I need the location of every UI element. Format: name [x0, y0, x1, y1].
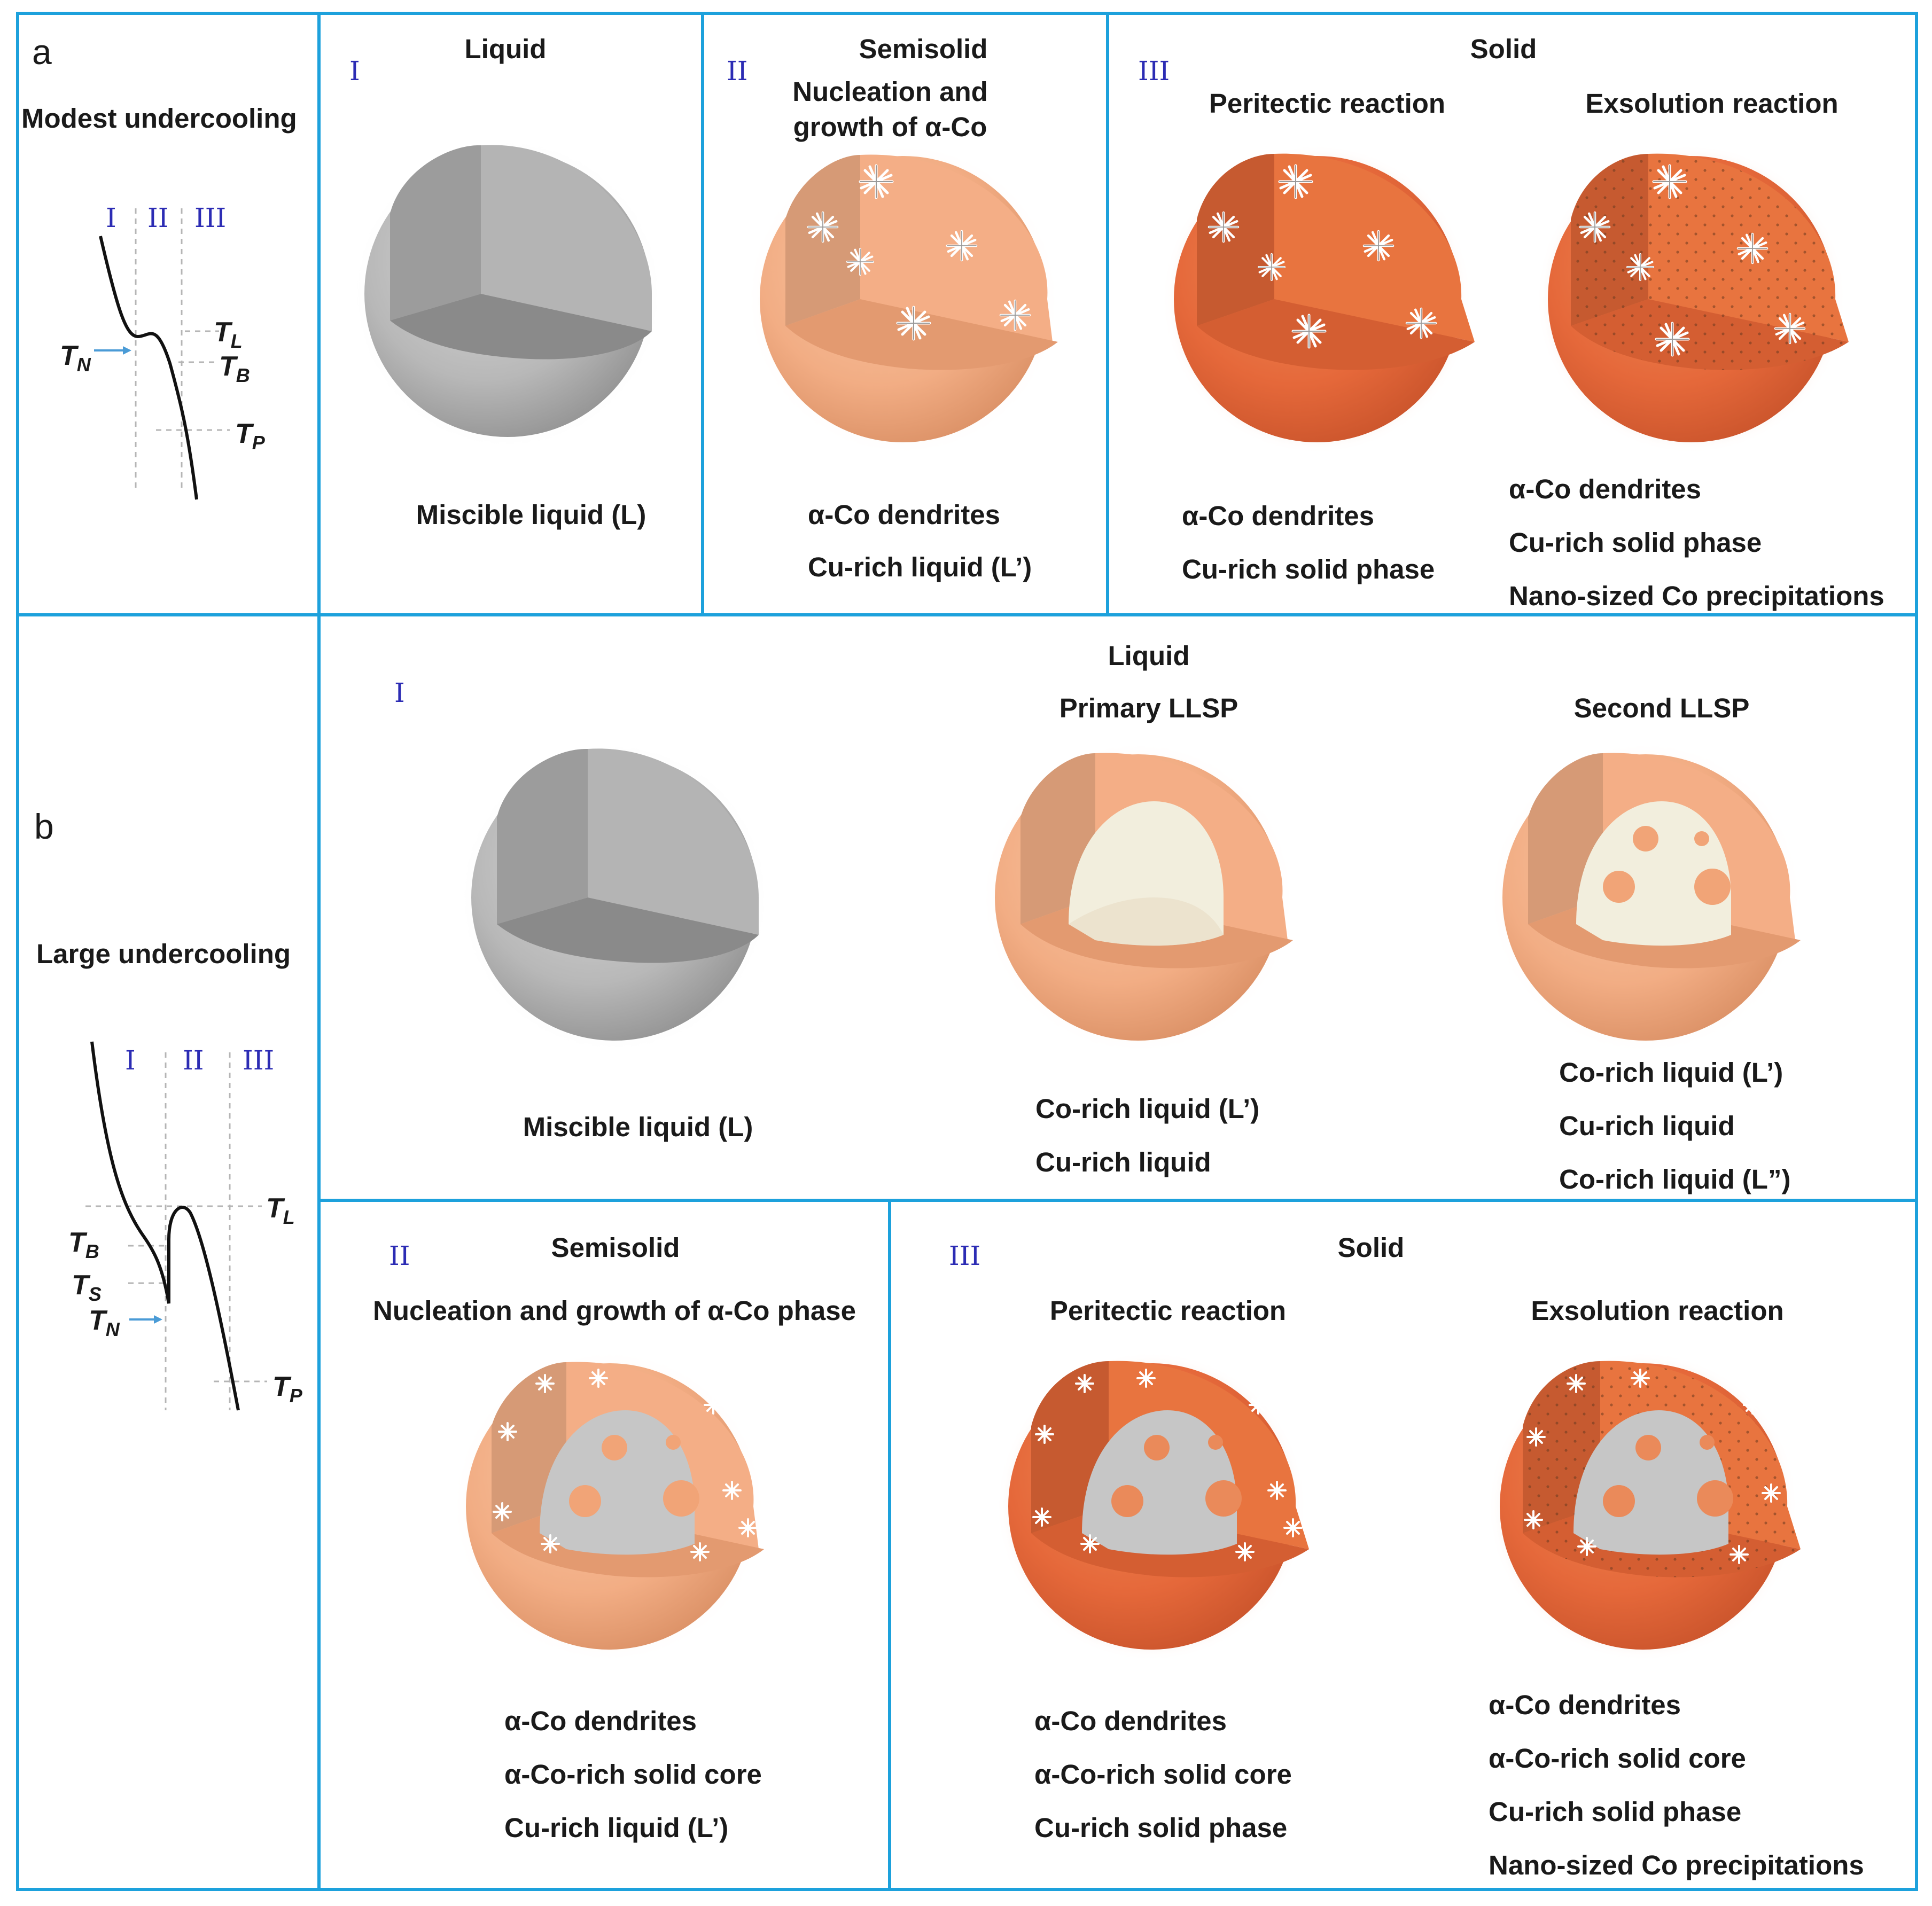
b-stage1-caption1: Miscible liquid (L) [523, 1112, 753, 1142]
a-stage1-roman: I [349, 56, 360, 87]
curve-a-tp: TP [235, 418, 265, 454]
a-stage2-subtitle2: growth of α-Co [793, 112, 987, 142]
b-stage3-right-caption4: Nano-sized Co precipitations [1489, 1850, 1864, 1880]
solid-core-sphere-icon [996, 1352, 1309, 1661]
b-stage3-left-caption2: α-Co-rich solid core [1034, 1759, 1292, 1790]
b-stage3-right-caption2: α-Co-rich solid core [1489, 1743, 1746, 1774]
panel-a-label: a [32, 32, 52, 72]
b-stage1-right-caption1: Co-rich liquid (L’) [1559, 1057, 1783, 1088]
b-stage2-caption1: α-Co dendrites [504, 1706, 697, 1736]
a-stage3-left-title: Peritectic reaction [1209, 88, 1446, 119]
b-stage2-roman: II [389, 1240, 410, 1271]
b-stage2-title: Semisolid [551, 1232, 680, 1263]
b-stage3-right-caption3: Cu-rich solid phase [1489, 1796, 1742, 1827]
a-stage3-left-caption1: α-Co dendrites [1182, 501, 1375, 531]
orange-dendrite-sphere-icon [747, 143, 1059, 455]
cooling-curve-large [85, 1041, 267, 1411]
solid-dendrite-sphere-icon [1162, 144, 1475, 454]
a-stage3-right-caption1: α-Co dendrites [1509, 474, 1702, 504]
core-shell-sphere-icon [982, 741, 1294, 1053]
b-stage3-roman: III [949, 1240, 981, 1271]
b-stage3-left-caption1: α-Co dendrites [1034, 1706, 1227, 1736]
grey-cutaway-sphere-icon [458, 741, 770, 1053]
curve-a-roman-1: I [106, 202, 116, 233]
b-stage3-title: Solid [1337, 1232, 1405, 1263]
grey-cutaway-sphere-icon [352, 138, 664, 450]
a-stage1-title: Liquid [464, 34, 547, 64]
a-stage1-caption1: Miscible liquid (L) [416, 499, 646, 530]
dotted-solid-sphere-icon [1536, 144, 1849, 454]
panel-b-label: b [34, 807, 54, 846]
b-stage2-caption3: Cu-rich liquid (L’) [504, 1813, 729, 1843]
curve-b-tp: TP [272, 1371, 302, 1407]
a-stage3-right-caption2: Cu-rich solid phase [1509, 527, 1762, 558]
dotted-core-sphere-icon [1488, 1352, 1801, 1661]
b-stage1-right-caption3: Co-rich liquid (L”) [1559, 1164, 1791, 1194]
curve-b-roman-3: III [243, 1045, 275, 1076]
b-stage1-right-caption2: Cu-rich liquid [1559, 1111, 1735, 1141]
curve-b-ts: TS [72, 1270, 102, 1305]
a-stage2-title: Semisolid [859, 34, 988, 64]
a-stage2-subtitle1: Nucleation and [792, 76, 988, 107]
b-stage3-left-caption3: Cu-rich solid phase [1034, 1813, 1288, 1843]
a-stage3-right-title: Exsolution reaction [1585, 88, 1838, 119]
panel-b-stage3 [888, 1199, 1918, 1891]
droplet-core-sphere-icon [1490, 741, 1802, 1053]
a-stage2-caption2: Cu-rich liquid (L’) [808, 552, 1032, 582]
panel-b-title: Large undercooling [36, 939, 291, 969]
curve-b-roman-1: I [125, 1045, 136, 1076]
a-stage3-title: Solid [1470, 34, 1537, 64]
b-stage1-roman: I [394, 677, 405, 708]
curve-b-roman-2: II [183, 1045, 204, 1076]
curve-b-tl: TL [266, 1193, 295, 1228]
b-stage3-left-title: Peritectic reaction [1049, 1295, 1287, 1326]
b-stage2-subtitle1: Nucleation and growth of α-Co phase [372, 1295, 856, 1326]
a-stage3-left-caption2: Cu-rich solid phase [1182, 554, 1435, 584]
curve-a-tn: TN [60, 340, 91, 376]
panel-a-title: Modest undercooling [21, 103, 297, 134]
b-stage1-mid-title: Primary LLSP [1059, 693, 1238, 723]
cooling-curve-modest [94, 208, 230, 500]
a-stage2-caption1: α-Co dendrites [808, 499, 1001, 530]
curve-b-tb: TB [68, 1227, 99, 1262]
b-stage1-mid-caption1: Co-rich liquid (L’) [1035, 1093, 1260, 1124]
curve-a-tb: TB [219, 351, 250, 386]
b-stage1-right-title: Second LLSP [1573, 693, 1750, 723]
b-stage1-title: Liquid [1108, 640, 1190, 671]
curve-b-tn: TN [89, 1305, 120, 1340]
b-stage1-mid-caption2: Cu-rich liquid [1035, 1147, 1211, 1177]
semisolid-core-sphere-icon [453, 1350, 765, 1662]
curve-a-roman-3: III [194, 202, 227, 233]
b-stage3-right-caption1: α-Co dendrites [1489, 1690, 1681, 1720]
b-stage2-caption2: α-Co-rich solid core [504, 1759, 762, 1790]
a-stage3-right-caption3: Nano-sized Co precipitations [1509, 581, 1884, 611]
curve-a-roman-2: II [147, 202, 169, 233]
a-stage3-roman: III [1138, 56, 1170, 87]
curve-a-tl: TL [214, 317, 243, 352]
a-stage2-roman: II [727, 56, 748, 87]
b-stage3-right-title: Exsolution reaction [1531, 1295, 1784, 1326]
